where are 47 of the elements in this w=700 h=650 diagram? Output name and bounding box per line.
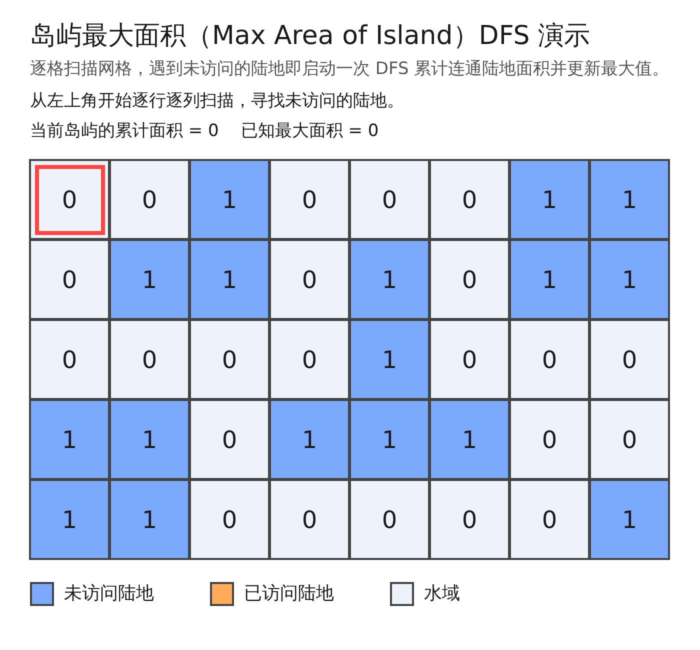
grid-cell: 0 <box>509 399 590 480</box>
grid-cell: 1 <box>109 479 190 560</box>
grid-cell: 1 <box>109 399 190 480</box>
grid-cell: 0 <box>269 159 350 240</box>
legend-text: 未访问陆地 <box>64 582 154 606</box>
counter-text: 当前岛屿的累计面积 = 0 <box>30 120 219 143</box>
grid-cell: 1 <box>189 239 270 320</box>
grid-cell: 1 <box>189 159 270 240</box>
legend-text: 已访问陆地 <box>244 582 334 606</box>
counter-text: 已知最大面积 = 0 <box>240 120 379 143</box>
status-text: 从左上角开始逐行逐列扫描，寻找未访问的陆地。 <box>30 90 404 113</box>
title: 岛屿最大面积（Max Area of Island）DFS 演示 <box>30 20 590 53</box>
grid-cell: 1 <box>589 159 670 240</box>
grid-cell: 0 <box>589 319 670 400</box>
grid-cell: 0 <box>429 319 510 400</box>
grid-cell: 1 <box>509 159 590 240</box>
grid-cell: 0 <box>589 399 670 480</box>
subtitle: 逐格扫描网格，遇到未访问的陆地即启动一次 DFS 累计连通陆地面积并更新最大值。 <box>30 58 670 81</box>
grid-cell: 1 <box>509 239 590 320</box>
grid-cell: 0 <box>429 239 510 320</box>
grid-cell: 1 <box>29 479 110 560</box>
grid-cell: 0 <box>349 159 430 240</box>
grid-cell: 0 <box>189 319 270 400</box>
grid-cell: 0 <box>29 319 110 400</box>
legend-text: 水域 <box>424 582 460 606</box>
grid-cell: 1 <box>589 239 670 320</box>
grid-cell: 0 <box>269 479 350 560</box>
grid-cell: 1 <box>349 319 430 400</box>
grid-cell: 0 <box>269 319 350 400</box>
grid-cell: 0 <box>109 159 190 240</box>
grid-cell: 1 <box>349 399 430 480</box>
grid-cell: 0 <box>429 479 510 560</box>
grid-cell: 0 <box>349 479 430 560</box>
grid-cell: 0 <box>269 239 350 320</box>
grid-cell: 1 <box>589 479 670 560</box>
grid-cell: 1 <box>269 399 350 480</box>
grid-cell: 1 <box>349 239 430 320</box>
grid-cell: 0 <box>509 479 590 560</box>
grid-cell: 1 <box>109 239 190 320</box>
grid-cell: 0 <box>189 479 270 560</box>
grid-cell: 1 <box>429 399 510 480</box>
grid-cell: 0 <box>109 319 190 400</box>
grid-cell: 0 <box>509 319 590 400</box>
grid-cell: 0 <box>189 399 270 480</box>
grid-cell: 0 <box>29 239 110 320</box>
grid-cell: 1 <box>29 399 110 480</box>
grid-cell: 0 <box>429 159 510 240</box>
